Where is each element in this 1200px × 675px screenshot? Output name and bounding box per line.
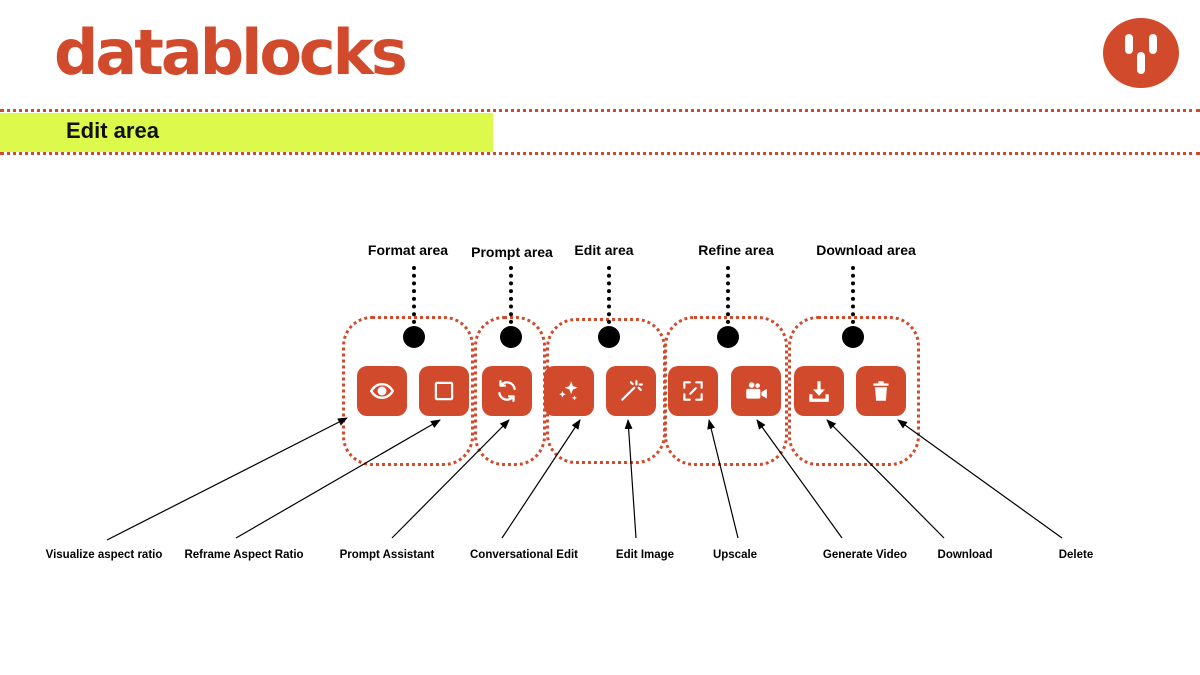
edit-area-leader <box>607 266 611 324</box>
power-outlet-logo <box>1103 18 1179 88</box>
magic-wand-icon <box>621 380 643 401</box>
format-area-leader <box>412 266 416 324</box>
arrow-delete <box>897 419 1063 539</box>
arrow-conversational-edit <box>501 419 581 539</box>
download-area-leader <box>851 266 855 324</box>
refine-area-marker <box>717 326 739 348</box>
section-highlight-band <box>0 113 493 152</box>
section-divider-top <box>0 109 1200 112</box>
arrow-generate-video <box>756 419 843 539</box>
reframe-aspect-ratio-label: Reframe Aspect Ratio <box>184 549 304 561</box>
expand-icon <box>683 381 703 401</box>
delete-button[interactable] <box>856 366 906 416</box>
prompt-area-label: Prompt area <box>471 244 553 260</box>
eye-icon <box>369 382 395 400</box>
upscale-button[interactable] <box>668 366 718 416</box>
refine-area-leader <box>726 266 730 324</box>
section-title: Edit area <box>66 118 159 143</box>
generate-video-label: Generate Video <box>822 549 908 561</box>
section-divider-bottom <box>0 152 1200 155</box>
refresh-icon <box>498 380 516 402</box>
edit-area-label: Edit area <box>574 242 634 258</box>
prompt-area-leader <box>509 266 513 324</box>
download-area-marker <box>842 326 864 348</box>
upscale-label: Upscale <box>712 549 758 561</box>
edit-image-label: Edit Image <box>615 549 675 561</box>
visualize-aspect-ratio-button[interactable] <box>357 366 407 416</box>
trash-icon <box>873 381 889 401</box>
download-button[interactable] <box>794 366 844 416</box>
download-icon <box>809 381 829 402</box>
download-area-label: Download area <box>816 242 916 258</box>
sparkles-icon <box>559 381 578 401</box>
datablocks-logo: datablocks <box>54 16 408 89</box>
arrow-upscale <box>707 419 739 539</box>
arrow-reframe-aspect-ratio <box>235 419 441 539</box>
delete-label: Delete <box>1058 549 1094 561</box>
format-area-label: Format area <box>367 242 449 258</box>
conversational-edit-button[interactable] <box>544 366 594 416</box>
format-area-box <box>342 316 474 466</box>
generate-video-button[interactable] <box>731 366 781 416</box>
visualize-aspect-ratio-label: Visualize aspect ratio <box>45 549 163 561</box>
arrow-prompt-assistant <box>391 419 510 539</box>
prompt-assistant-label: Prompt Assistant <box>339 549 435 561</box>
arrow-edit-image <box>624 419 637 539</box>
conversational-edit-label: Conversational Edit <box>470 549 578 561</box>
download-label: Download <box>937 549 993 561</box>
reframe-aspect-ratio-button[interactable] <box>419 366 469 416</box>
edit-image-button[interactable] <box>606 366 656 416</box>
square-icon <box>434 381 454 401</box>
refine-area-label: Refine area <box>698 242 774 258</box>
edit-area-marker <box>598 326 620 348</box>
video-camera-icon <box>746 382 767 399</box>
format-area-marker <box>403 326 425 348</box>
arrow-download <box>826 419 945 539</box>
prompt-assistant-button[interactable] <box>482 366 532 416</box>
prompt-area-marker <box>500 326 522 348</box>
arrow-visualize-aspect-ratio <box>106 417 348 541</box>
